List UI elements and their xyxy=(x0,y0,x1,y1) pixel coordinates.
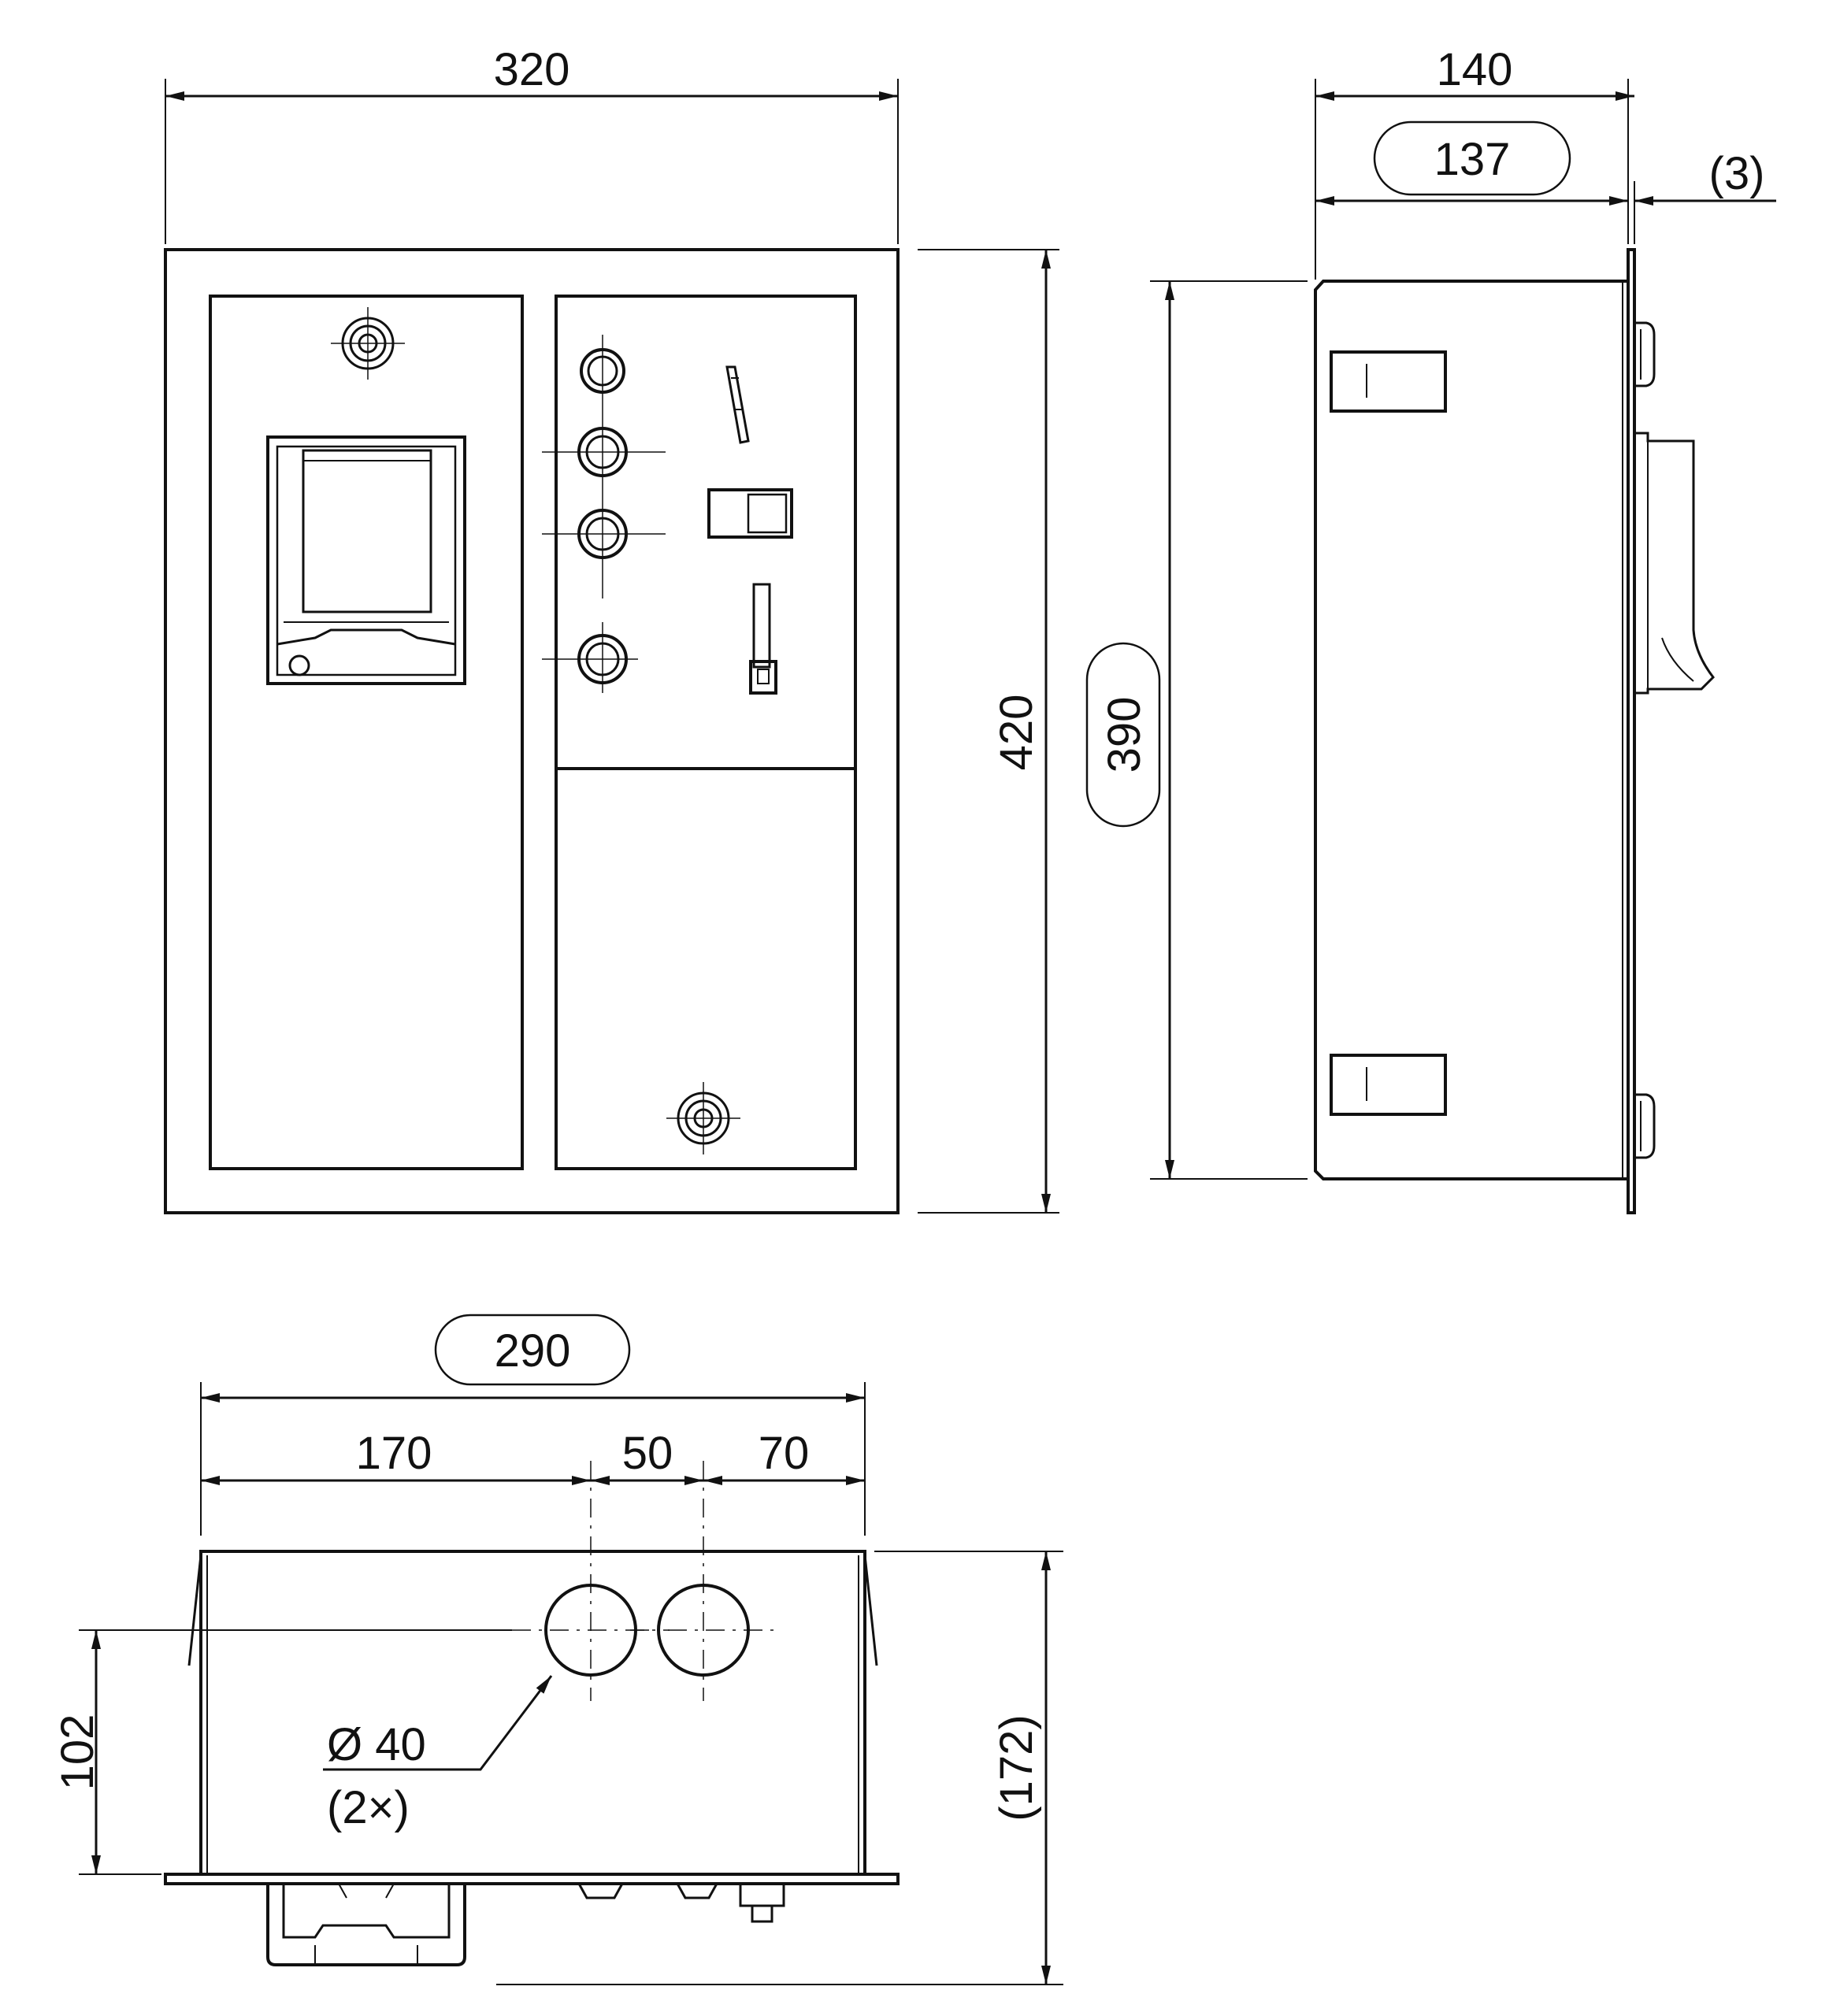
bottom-height-label: (172) xyxy=(991,1714,1042,1821)
front-height-label: 420 xyxy=(991,695,1042,771)
bottom-total-label: 290 xyxy=(495,1325,571,1377)
side-housing xyxy=(1314,280,1628,1180)
front-view: 320 420 xyxy=(164,44,1059,1214)
side-width-label: 140 xyxy=(1437,44,1513,95)
bottom-total-label-box xyxy=(434,1314,631,1386)
lock-protrusion-icon xyxy=(1634,1093,1656,1159)
front-outer-frame xyxy=(164,248,900,1214)
push-button-icon xyxy=(542,509,666,559)
mounting-clip-icon xyxy=(1330,1054,1447,1116)
side-depth-label: 137 xyxy=(1434,134,1511,185)
underside-protrusion-icon xyxy=(676,1883,785,1923)
lock-icon xyxy=(331,307,405,380)
mounting-clip-icon xyxy=(1330,350,1447,413)
bottom-view: 290 170 50 70 xyxy=(52,1314,1063,1985)
bottom-hole-offset-label: 102 xyxy=(52,1714,103,1791)
side-height-label: 390 xyxy=(1099,697,1150,773)
push-button-icon xyxy=(542,622,638,693)
bottom-seg2-label: 50 xyxy=(622,1428,673,1479)
display-icon xyxy=(707,488,793,539)
underside-protrusion-icon xyxy=(577,1883,624,1899)
left-door-panel xyxy=(209,295,524,1170)
lock-icon xyxy=(666,1082,740,1154)
side-flange xyxy=(1627,248,1636,1214)
card-reader-icon xyxy=(266,435,466,685)
coin-slot-icon xyxy=(725,365,750,444)
front-width-label: 320 xyxy=(494,44,570,95)
right-lower-panel xyxy=(555,767,857,1170)
side-depth-label-box xyxy=(1373,120,1571,196)
bottom-housing xyxy=(199,1550,866,1874)
card-reader-protrusion-icon xyxy=(1634,432,1715,695)
side-height-label-box xyxy=(1085,642,1161,828)
side-flange-label: (3) xyxy=(1709,148,1765,199)
push-button-icon xyxy=(542,427,666,477)
bottom-flange-plate xyxy=(164,1873,900,1885)
bottom-seg3-label: 70 xyxy=(759,1428,810,1479)
hole-count-label: (2×) xyxy=(327,1782,410,1833)
lock-protrusion-icon xyxy=(1634,321,1656,387)
bottom-seg1-label: 170 xyxy=(356,1428,432,1479)
card-reader-underside-icon xyxy=(266,1883,466,1966)
hole-diameter-label: Ø 40 xyxy=(327,1719,426,1770)
coin-return-icon xyxy=(749,583,777,695)
cable-entry-hole-icon xyxy=(630,1584,780,1677)
right-control-panel xyxy=(555,295,857,770)
side-view: 140 137 (3) 390 xyxy=(1085,44,1776,1214)
